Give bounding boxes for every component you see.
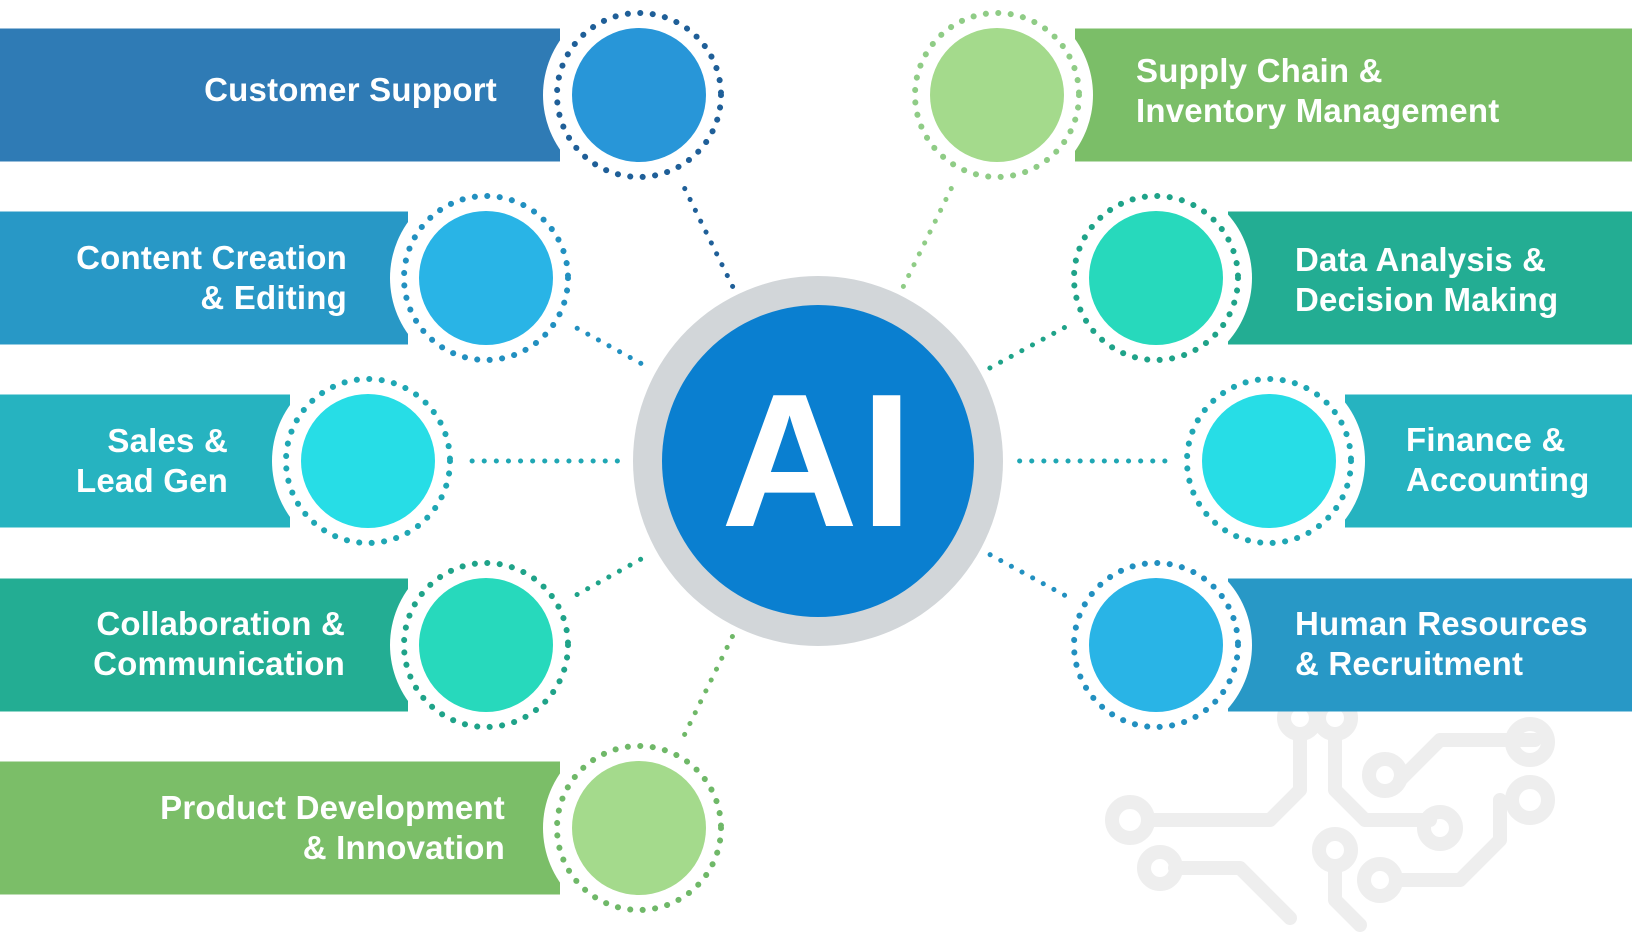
circuit-board-icon xyxy=(1105,695,1555,932)
node-data-analysis-icon xyxy=(1060,182,1252,374)
bar-data-analysis xyxy=(1228,211,1632,345)
node-dotted-ring xyxy=(1184,376,1354,546)
bar-sales xyxy=(0,394,290,528)
node-product-development-icon xyxy=(543,732,735,924)
node-collaboration-icon xyxy=(390,549,582,741)
node-circle xyxy=(572,761,706,895)
connector-collaboration xyxy=(563,552,652,603)
bar-human-resources xyxy=(1228,578,1632,712)
node-circle xyxy=(1202,394,1336,528)
label-collaboration: Collaboration & Communication xyxy=(93,605,345,682)
label-human-resources: Human Resources & Recruitment xyxy=(1295,605,1588,682)
node-dotted-ring xyxy=(554,743,724,913)
node-circle xyxy=(572,28,706,162)
connector-supply-chain xyxy=(900,175,960,291)
node-circle xyxy=(419,578,553,712)
node-dotted-ring xyxy=(554,10,724,180)
node-customer-support-icon xyxy=(543,0,735,191)
label-supply-chain: Supply Chain & Inventory Management xyxy=(1136,52,1500,129)
node-circle xyxy=(1089,211,1223,345)
node-content-creation-icon xyxy=(390,182,582,374)
node-dotted-ring xyxy=(401,193,571,363)
node-dotted-ring xyxy=(401,560,571,730)
node-supply-chain-icon xyxy=(901,0,1093,191)
node-human-resources-icon xyxy=(1060,549,1252,741)
ai-hub xyxy=(633,276,1003,646)
bar-customer-support xyxy=(0,28,560,162)
node-dotted-ring xyxy=(1071,193,1241,363)
connector-data-analysis xyxy=(985,319,1078,372)
node-dotted-ring xyxy=(1071,560,1241,730)
label-sales: Sales & Lead Gen xyxy=(76,422,228,499)
bar-product-development xyxy=(0,761,560,895)
node-circle xyxy=(419,211,553,345)
bar-content-creation xyxy=(0,211,408,345)
connector-human-resources xyxy=(985,550,1078,604)
connector-product-development xyxy=(676,631,736,748)
node-finance-icon xyxy=(1173,365,1365,557)
label-customer-support: Customer Support xyxy=(204,71,497,108)
bar-supply-chain xyxy=(1075,28,1632,162)
node-circle xyxy=(1089,578,1223,712)
label-data-analysis: Data Analysis & Decision Making xyxy=(1295,241,1559,318)
bar-finance xyxy=(1345,394,1632,528)
node-sales-icon xyxy=(272,365,464,557)
node-dotted-ring xyxy=(283,376,453,546)
connector-customer-support xyxy=(676,175,736,291)
label-product-development: Product Development & Innovation xyxy=(160,789,505,866)
label-content-creation: Content Creation & Editing xyxy=(76,239,347,316)
bar-collaboration xyxy=(0,578,408,712)
node-dotted-ring xyxy=(912,10,1082,180)
node-circle xyxy=(301,394,435,528)
ai-center-label: AI xyxy=(721,355,915,567)
label-finance: Finance & Accounting xyxy=(1406,421,1590,498)
node-circle xyxy=(930,28,1064,162)
connector-content-creation xyxy=(564,319,652,371)
